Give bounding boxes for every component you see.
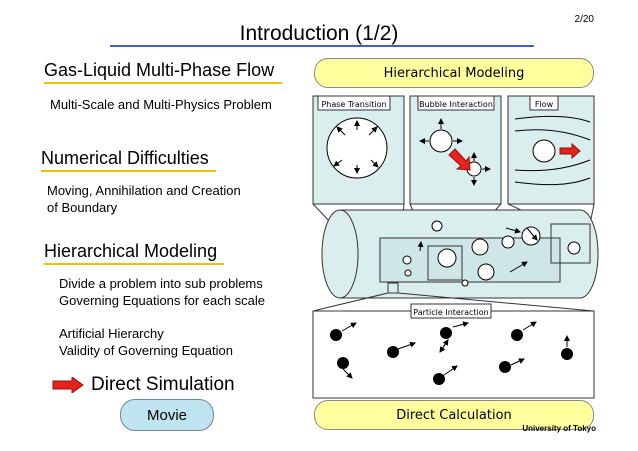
flow-label: Flow xyxy=(535,100,554,109)
phase-transition-label: Phase Transition xyxy=(321,100,386,109)
bubble-interaction-panel xyxy=(409,95,502,205)
heading-underline xyxy=(44,82,282,84)
pipe-cylinder xyxy=(321,209,599,299)
heading-numerical-difficulties: Numerical Difficulties xyxy=(41,148,209,168)
movie-button[interactable]: Movie xyxy=(120,399,214,431)
direct-simulation-label: Direct Simulation xyxy=(91,374,235,395)
affiliation: University of Tokyo xyxy=(522,424,596,433)
slide-title: Introduction (1/2) xyxy=(239,22,399,45)
phase-transition-panel xyxy=(312,95,405,205)
hierarchical-modeling-pill: Hierarchical Modeling xyxy=(314,58,594,88)
particle-interaction-panel xyxy=(312,310,595,399)
page-number: 2/20 xyxy=(574,14,594,25)
hierarchy-line-2: Governing Equations for each scale xyxy=(59,293,265,308)
difficulty-line-1: Moving, Annihilation and Creation xyxy=(47,183,241,198)
heading-underline xyxy=(44,263,224,265)
hierarchy-line-1: Divide a problem into sub problems xyxy=(59,276,263,291)
multiscale-text: Multi-Scale and Multi-Physics Problem xyxy=(50,97,272,112)
heading-underline xyxy=(41,170,216,172)
direct-calculation-pill: Direct Calculation xyxy=(314,400,594,430)
title-rule xyxy=(110,45,534,47)
difficulty-line-2: of Boundary xyxy=(47,200,118,215)
flow-panel xyxy=(507,95,595,205)
bubble-interaction-label: Bubble Interaction xyxy=(419,100,493,109)
heading-hierarchical-modeling: Hierarchical Modeling xyxy=(44,241,218,261)
red-arrow-icon xyxy=(52,377,84,393)
heading-multiphase-flow: Gas-Liquid Multi-Phase Flow xyxy=(44,60,275,80)
particle-interaction-label: Particle Interaction xyxy=(413,308,489,317)
hierarchy-line-3: Artificial Hierarchy xyxy=(59,326,164,341)
hierarchy-line-4: Validity of Governing Equation xyxy=(59,343,233,358)
